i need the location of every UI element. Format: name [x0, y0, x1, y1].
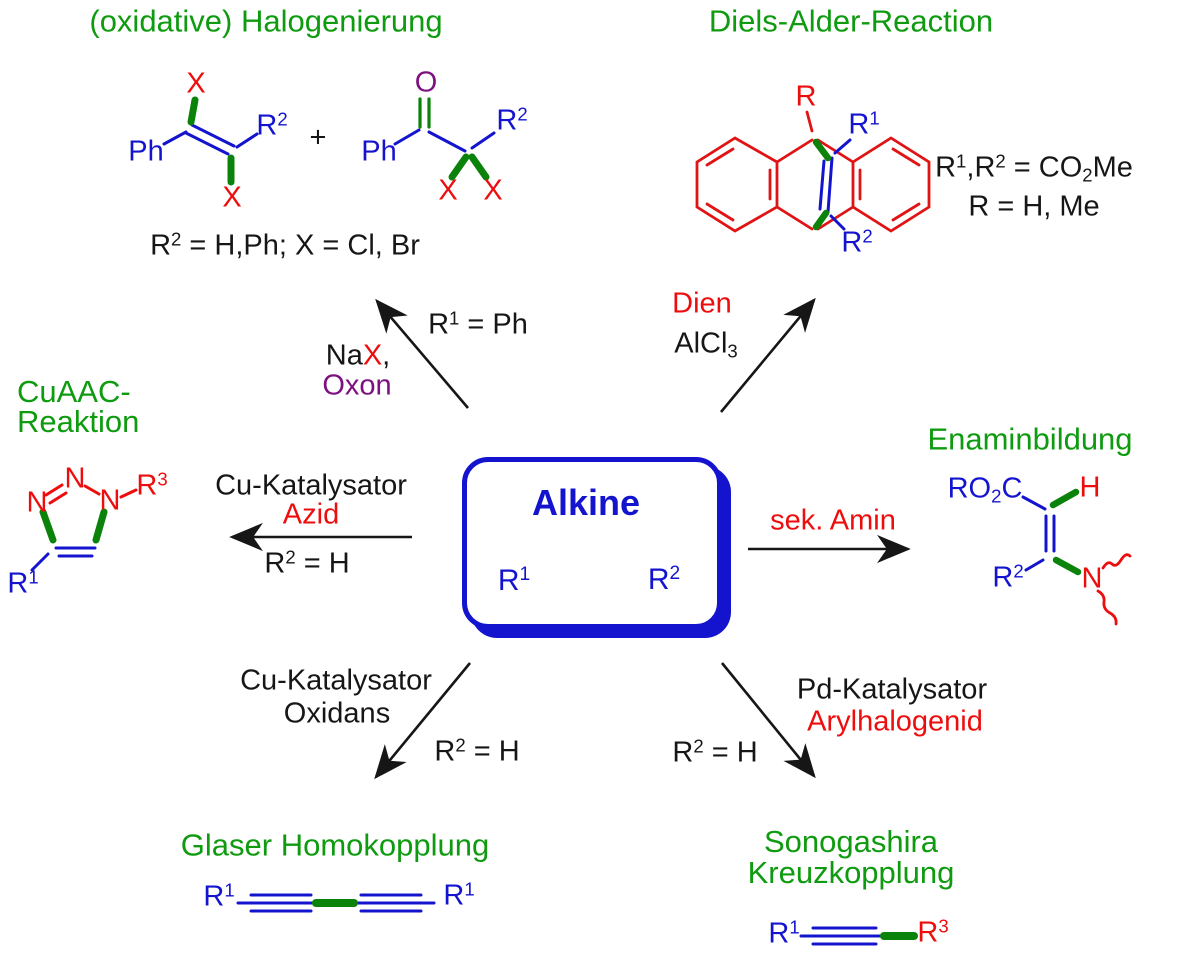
- diyne-r1-right-label: R1: [443, 878, 475, 912]
- center-alkyne-r1-label: R1: [497, 564, 531, 597]
- cond-nax: NaX,: [325, 339, 391, 372]
- n-substituent-squiggle-top: [1101, 553, 1132, 570]
- vinyl-x-bottom-label: X: [222, 181, 242, 214]
- vinyl-ph-label: Ph: [128, 135, 164, 168]
- halogenierung-note: R2 = H,Ph; X = Cl, Br: [150, 228, 420, 262]
- title-sonogashira-line1: Sonogashira: [763, 824, 939, 859]
- triazole-r1-label: R1: [7, 566, 39, 600]
- triazole-r3-label: R3: [136, 468, 168, 502]
- ketone-bonds: [393, 97, 496, 181]
- alkine-center-box: [462, 457, 722, 629]
- title-cuaac-line1: CuAAC-: [17, 374, 131, 409]
- cond-azid: Azid: [282, 498, 340, 531]
- sonogashira-product-bonds: [799, 926, 918, 946]
- title-sonogashira-line2: Kreuzkopplung: [747, 855, 955, 890]
- triazole-bonds: [30, 483, 138, 572]
- da-note-2: R = H, Me: [968, 190, 1100, 223]
- vinyl-dihalide-bonds: [162, 96, 259, 186]
- cond-r1-eq-ph: R1 = Ph: [428, 307, 528, 341]
- title-halogenierung: (oxidative) Halogenierung: [89, 3, 443, 39]
- ketone-x-right-label: X: [483, 174, 503, 207]
- cond-cu-katalysator-bottom: Cu-Katalysator: [240, 664, 432, 697]
- cond-arylhalogenid: Arylhalogenid: [807, 705, 983, 738]
- arrow-to-halogenierung: [375, 298, 469, 409]
- triazole-n3-label: N: [99, 484, 121, 517]
- title-cuaac-line2: Reaktion: [17, 404, 140, 439]
- cond-oxidans: Oxidans: [283, 697, 391, 730]
- diyne-bonds: [236, 893, 436, 913]
- diels-alder-adduct-bonds: [695, 110, 931, 233]
- center-box-title: Alkine: [531, 482, 641, 523]
- cond-r2-eq-h-glaser: R2 = H: [434, 734, 520, 768]
- title-cuaac: CuAAC- Reaktion: [17, 374, 140, 439]
- diyne-r1-left-label: R1: [203, 879, 235, 913]
- triazole-n1-label: N: [26, 486, 48, 519]
- cond-dien: Dien: [672, 287, 732, 320]
- cond-oxon: Oxon: [322, 369, 392, 402]
- vinyl-r2-label: R2: [256, 108, 288, 142]
- cond-pd-katalysator: Pd-Katalysator: [796, 673, 988, 706]
- da-note-1: R1,R2 = CO2Me: [935, 150, 1133, 186]
- n-substituent-squiggle-bottom: [1096, 589, 1118, 626]
- enamine-ester-label: RO2C: [947, 472, 1023, 507]
- enamine-bonds: [1021, 488, 1132, 626]
- cond-sek-amin: sek. Amin: [770, 504, 896, 537]
- enamine-r2-label: R2: [992, 560, 1024, 594]
- enamine-h-label: H: [1079, 471, 1101, 504]
- vinyl-x-top-label: X: [186, 67, 206, 100]
- reaction-arrows: [229, 297, 911, 780]
- sono-r1-label: R1: [768, 916, 800, 950]
- ketone-ph-label: Ph: [361, 135, 397, 168]
- plus-sign: +: [309, 121, 327, 154]
- cond-cu-katalysator-left: Cu-Katalysator: [215, 469, 407, 502]
- enamine-n-label: N: [1081, 562, 1103, 595]
- cond-r2-eq-h-sono: R2 = H: [672, 735, 758, 769]
- arrow-to-diels-alder: [719, 297, 816, 413]
- sono-r3-label: R3: [917, 915, 949, 949]
- arrow-to-glaser: [374, 662, 472, 780]
- triazole-n2-label: N: [64, 462, 86, 495]
- cond-alcl3: AlCl3: [674, 327, 738, 362]
- cond-r2-eq-h-left: R2 = H: [264, 546, 350, 580]
- da-r-label: R: [795, 80, 817, 113]
- ketone-o-label: O: [414, 66, 438, 99]
- da-r1-label: R1: [848, 107, 880, 141]
- title-glaser: Glaser Homokopplung: [180, 827, 490, 863]
- title-diels-alder: Diels-Alder-Reaction: [708, 3, 994, 39]
- ketone-r2-label: R2: [496, 103, 528, 137]
- da-r2-label: R2: [841, 225, 873, 259]
- ketone-x-left-label: X: [438, 174, 458, 207]
- center-alkyne-r2-label: R2: [647, 563, 681, 596]
- title-sonogashira: Sonogashira Kreuzkopplung: [748, 826, 955, 888]
- arrow-to-sonogashira: [720, 662, 816, 779]
- title-enamin: Enaminbildung: [927, 421, 1133, 457]
